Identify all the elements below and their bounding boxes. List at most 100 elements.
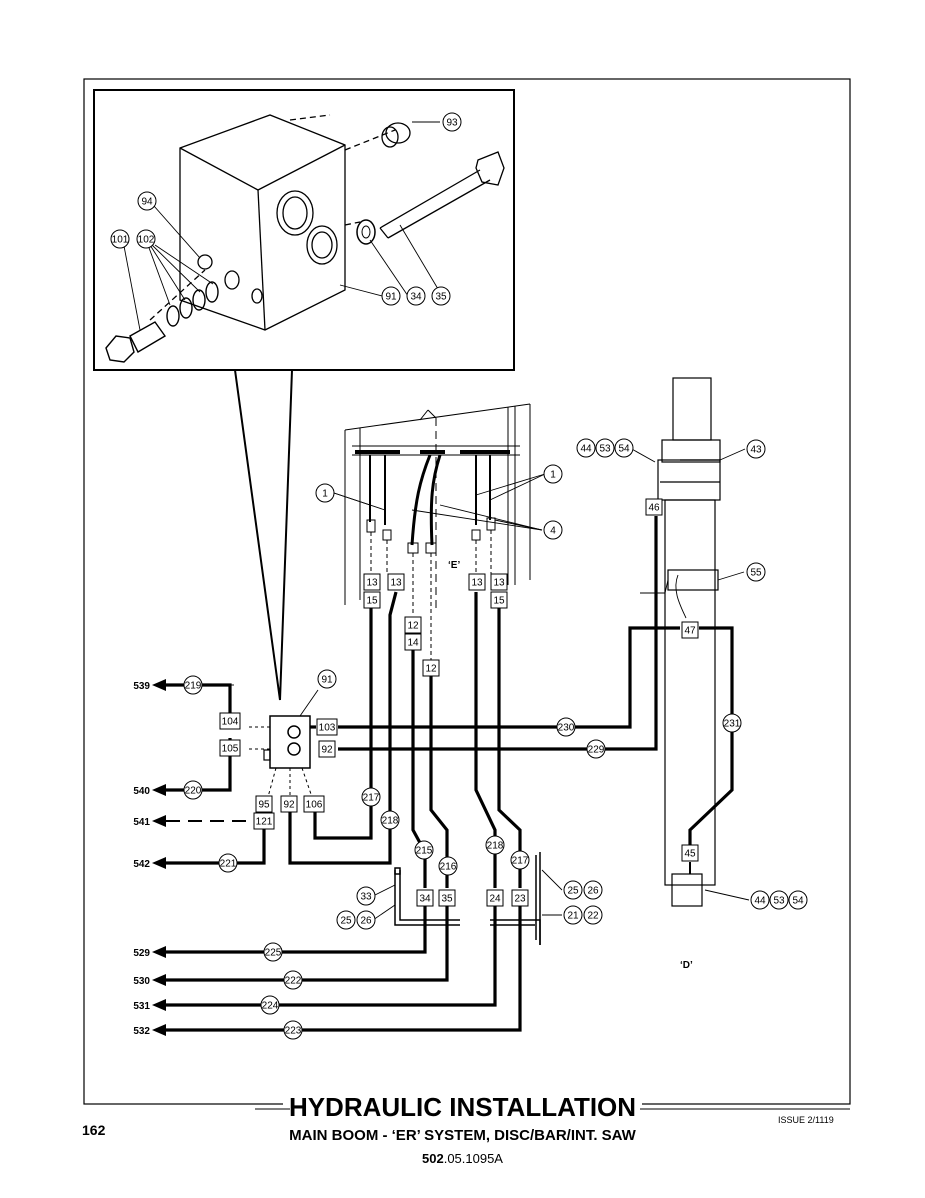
callout-circle	[595, 438, 615, 458]
callout-circle	[218, 853, 238, 873]
callout-c44b: 44	[750, 890, 770, 910]
callout-c216: 216	[438, 856, 458, 876]
callout-label: 21	[567, 911, 579, 922]
callout-label: 1	[322, 489, 328, 500]
callout-circle	[746, 439, 766, 459]
part-box-b12a: 12	[404, 616, 422, 634]
callout-circle	[315, 483, 335, 503]
callout-c229: 229	[586, 739, 606, 759]
part-box-b12b: 12	[422, 659, 440, 677]
callout-c25a: 25	[336, 910, 356, 930]
part-box-frame	[681, 844, 699, 862]
part-box-b13b: 13	[387, 573, 405, 591]
part-box-label: 12	[407, 621, 419, 632]
part-box-label: 13	[493, 578, 505, 589]
callout-circle	[746, 562, 766, 582]
part-box-b15b: 15	[490, 591, 508, 609]
part-box-label: 121	[256, 817, 273, 828]
part-box-b13a: 13	[363, 573, 381, 591]
panel-leaders	[333, 473, 546, 531]
callout-circle	[438, 856, 458, 876]
callout-circle	[788, 890, 808, 910]
callout-circle	[563, 905, 583, 925]
page-title-text: HYDRAULIC INSTALLATION	[282, 1092, 643, 1122]
callout-circle	[543, 464, 563, 484]
callout-label: 222	[285, 976, 302, 987]
callout-c224: 224	[260, 995, 280, 1015]
part-box-label: 105	[222, 744, 239, 755]
part-box-frame	[219, 712, 241, 730]
callout-circle	[283, 1020, 303, 1040]
callout-c217b: 217	[510, 850, 530, 870]
callout-c225: 225	[263, 942, 283, 962]
inset-leaders	[123, 121, 442, 331]
valve-block-drawing	[149, 114, 396, 331]
part-box-frame	[490, 591, 508, 609]
callout-circle	[361, 787, 381, 807]
callout-label: 26	[587, 886, 599, 897]
part-box-label: 92	[283, 800, 295, 811]
part-box-frame	[363, 573, 381, 591]
part-box-label: 106	[306, 800, 323, 811]
callout-label: 221	[220, 859, 237, 870]
boom-leaders	[629, 447, 750, 901]
cartridge-drawing	[105, 321, 167, 363]
part-box-frame	[363, 591, 381, 609]
callout-circle	[263, 942, 283, 962]
callout-c222: 222	[283, 970, 303, 990]
port-label-541: 541	[133, 817, 150, 828]
part-box-b47: 47	[681, 621, 699, 639]
part-box-label: 46	[648, 503, 660, 514]
part-box-frame	[316, 718, 338, 736]
callout-c4: 4	[543, 520, 563, 540]
callout-c53a: 53	[595, 438, 615, 458]
callout-c1b: 1	[543, 464, 563, 484]
callout-circle	[110, 229, 130, 249]
bracket-leaders	[230, 684, 563, 921]
callout-c219: 219	[183, 675, 203, 695]
callout-circle	[576, 438, 596, 458]
callout-label: 218	[382, 816, 399, 827]
part-box-frame	[438, 889, 456, 907]
callout-label: 55	[750, 568, 762, 579]
part-box-label: 13	[390, 578, 402, 589]
callout-circle	[283, 970, 303, 990]
part-box-b46: 46	[645, 498, 663, 516]
part-box-frame	[255, 795, 273, 813]
view-label-d: ‘D’	[680, 960, 693, 971]
part-box-b95: 95	[255, 795, 273, 813]
callout-label: 218	[487, 841, 504, 852]
part-box-label: 45	[684, 849, 696, 860]
callout-circle	[442, 112, 462, 132]
callout-circle	[586, 739, 606, 759]
callout-circle	[431, 286, 451, 306]
part-box-label: 12	[425, 664, 437, 675]
part-box-frame	[387, 573, 405, 591]
callout-c94: 94	[137, 191, 157, 211]
part-box-label: 23	[514, 894, 526, 905]
callout-label: 102	[138, 235, 155, 246]
callout-label: 231	[724, 719, 741, 730]
callout-c54a: 54	[614, 438, 634, 458]
part-box-frame	[318, 740, 336, 758]
part-box-b24: 24	[486, 889, 504, 907]
callout-c44a: 44	[576, 438, 596, 458]
callout-label: 35	[435, 292, 447, 303]
part-box-b104: 104	[219, 712, 241, 730]
callout-c102: 102	[136, 229, 156, 249]
callout-c26a: 26	[356, 910, 376, 930]
callout-c218a: 218	[380, 810, 400, 830]
valve-block-schematic	[246, 689, 319, 798]
port-label-542: 542	[133, 859, 150, 870]
callout-circle	[317, 669, 337, 689]
callout-label: 91	[385, 292, 397, 303]
callout-c220: 220	[183, 780, 203, 800]
part-box-label: 15	[493, 596, 505, 607]
part-box-frame	[422, 659, 440, 677]
callout-label: 54	[792, 896, 804, 907]
part-box-frame	[219, 739, 241, 757]
port-label-530: 530	[133, 976, 150, 987]
callout-label: 34	[410, 292, 422, 303]
